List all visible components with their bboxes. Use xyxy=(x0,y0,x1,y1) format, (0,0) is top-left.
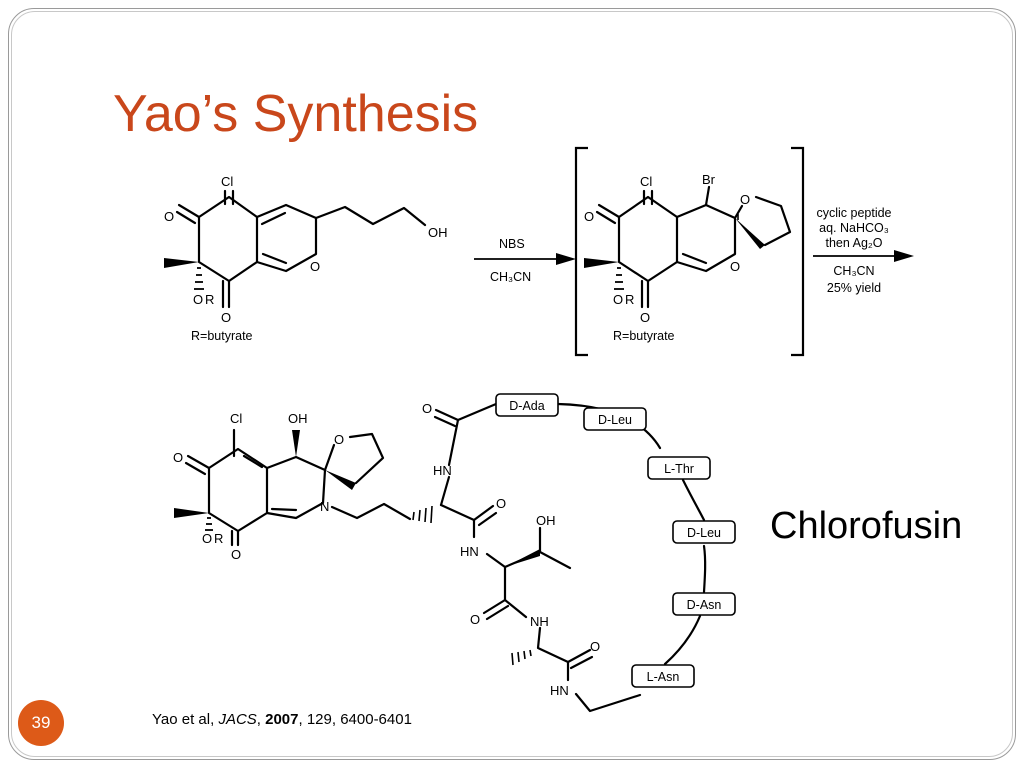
reactant-caption: R=butyrate xyxy=(191,329,253,343)
intermediate-structure: Cl Br O O O O O R R=butyrate xyxy=(584,172,792,343)
intermediate-o-ring-label: O xyxy=(730,259,740,274)
citation-authors: Yao et al, xyxy=(152,711,219,728)
residue-box-1 xyxy=(495,393,559,417)
residue-label-2: D-Leu xyxy=(598,413,632,427)
product-o-bottom-label: O xyxy=(231,547,241,562)
peptide-o1-label: O xyxy=(422,401,432,416)
arrow1-reagent-below: CH₃CN xyxy=(490,270,531,284)
reactant-o-ring-label: O xyxy=(310,259,320,274)
residue-label-5: D-Asn xyxy=(687,598,722,612)
arrow2-conditions-line4: CH₃CN xyxy=(833,264,874,278)
citation-rest: , 129, 6400-6401 xyxy=(298,711,412,728)
peptide-hn1-label: HN xyxy=(433,463,452,478)
intermediate-bracket xyxy=(574,146,805,357)
peptide-o2-label: O xyxy=(496,496,506,511)
residue-label-6: L-Asn xyxy=(647,670,680,684)
slide-frame xyxy=(8,8,1016,760)
citation-year: 2007 xyxy=(265,711,299,728)
reactant-o-top-label: O xyxy=(164,209,174,224)
product-o-thf-label: O xyxy=(334,432,344,447)
reactant-or-o-label: O xyxy=(193,292,203,307)
reactant-structure: Cl O O O OH O R R=butyrate xyxy=(164,174,448,343)
arrow1-reagent-above: NBS xyxy=(499,237,525,251)
residue-box-6 xyxy=(631,664,695,688)
peptide-o4-label: O xyxy=(590,639,600,654)
product-oh-label: OH xyxy=(288,411,308,426)
reactant-or-r-label: R xyxy=(205,292,214,307)
citation-sep: , xyxy=(256,711,266,728)
residue-label-3: L-Thr xyxy=(664,462,694,476)
reaction-arrow-2: cyclic peptide aq. NaHCO₃ then Ag₂O CH₃C… xyxy=(813,206,914,295)
citation-journal: JACS xyxy=(218,711,257,728)
residue-box-2 xyxy=(583,407,647,431)
slide-number: 39 xyxy=(31,713,51,732)
product-o-top-label: O xyxy=(173,450,183,465)
slide-number-badge: 39 xyxy=(18,700,64,746)
intermediate-caption: R=butyrate xyxy=(613,329,675,343)
peptide-hn2-label: HN xyxy=(460,544,479,559)
residue-label-4: D-Leu xyxy=(687,526,721,540)
arrow2-conditions-line2: aq. NaHCO₃ xyxy=(819,221,889,235)
intermediate-o-thf-label: O xyxy=(740,192,750,207)
residue-box-5 xyxy=(672,592,736,616)
intermediate-o-bottom-label: O xyxy=(640,310,650,325)
peptide-o3-label: O xyxy=(470,612,480,627)
reactant-o-bottom-label: O xyxy=(221,310,231,325)
product-cl-label: Cl xyxy=(230,411,242,426)
intermediate-cl-label: Cl xyxy=(640,174,652,189)
product-name: Chlorofusin xyxy=(770,505,963,547)
reactant-cl-label: Cl xyxy=(221,174,233,189)
intermediate-br-label: Br xyxy=(702,172,716,187)
intermediate-or-o-label: O xyxy=(613,292,623,307)
reaction-arrow-1: NBS CH₃CN xyxy=(474,237,576,284)
product-n-label: N xyxy=(320,499,329,514)
slide-title: Yao’s Synthesis xyxy=(113,85,479,143)
peptide-oh-thr-label: OH xyxy=(536,513,556,528)
slide-frame-inner xyxy=(11,11,1013,757)
residue-label-1: D-Ada xyxy=(509,399,544,413)
peptide-nh1-label: NH xyxy=(530,614,549,629)
residue-box-4 xyxy=(672,520,736,544)
product-or-o-label: O xyxy=(202,531,212,546)
arrow2-conditions-line3: then Ag₂O xyxy=(826,236,883,250)
product-or-r-label: R xyxy=(214,531,223,546)
arrow2-conditions-line5: 25% yield xyxy=(827,281,881,295)
residue-box-3 xyxy=(647,456,711,480)
intermediate-or-r-label: R xyxy=(625,292,634,307)
product-structure: Cl OH O N O O O R O HN O OH HN O NH O HN… xyxy=(173,393,736,713)
reactant-oh-label: OH xyxy=(428,225,448,240)
peptide-hn3-label: HN xyxy=(550,683,569,698)
citation: Yao et al, JACS, 2007, 129, 6400-6401 xyxy=(152,711,412,728)
intermediate-o-top-label: O xyxy=(584,209,594,224)
arrow2-conditions-line1: cyclic peptide xyxy=(816,206,891,220)
